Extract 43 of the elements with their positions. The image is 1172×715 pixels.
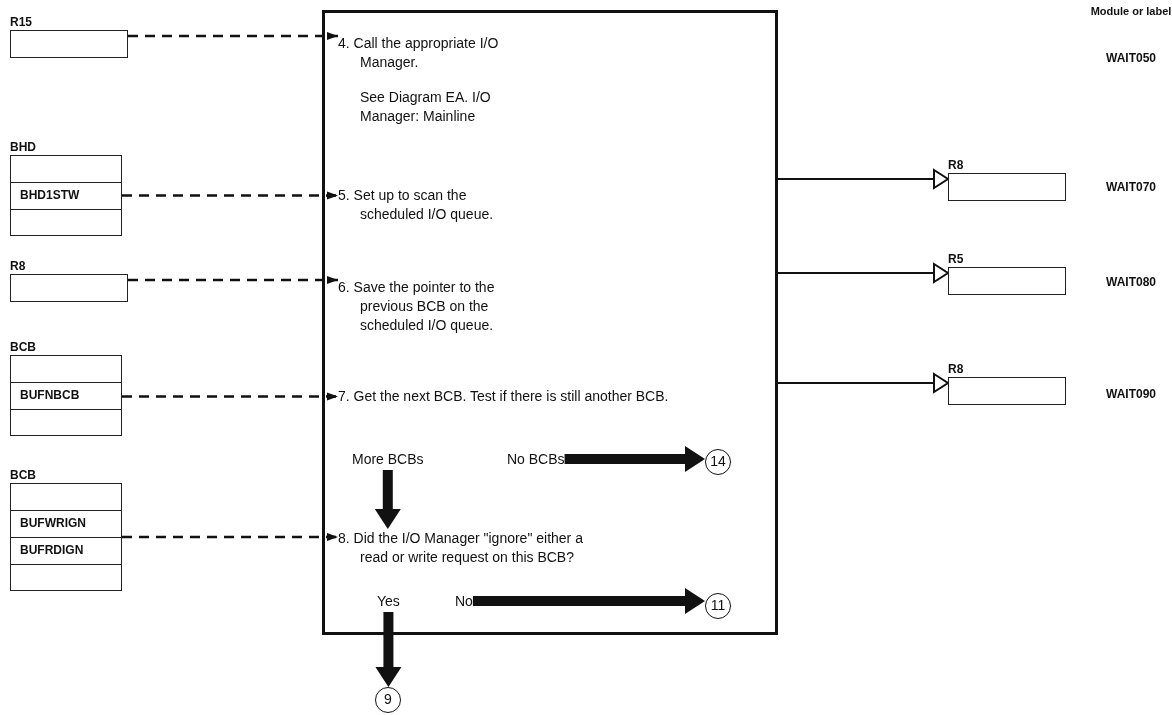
- step-text: 6. Save the pointer to the previous BCB on the scheduled I/O queue.: [338, 278, 496, 335]
- module-label: WAIT080: [1105, 275, 1157, 290]
- dashed-arrow: [122, 392, 338, 401]
- control-block-name: BCB: [10, 339, 36, 355]
- field-name: BHD1STW: [10, 182, 122, 209]
- branch-label: Yes: [377, 592, 400, 610]
- control-block-name: BCB: [10, 467, 36, 483]
- step-text: 5. Set up to scan the scheduled I/O queue.: [338, 186, 495, 224]
- output-arrow: [777, 169, 949, 189]
- module-label: WAIT050: [1105, 51, 1157, 66]
- field-name: BUFWRIGN: [10, 510, 122, 537]
- step-text: 4. Call the appropriate I/O Manager.: [338, 34, 500, 72]
- dashed-arrow: [128, 32, 338, 40]
- dashed-arrow: [122, 533, 338, 541]
- process-box: [322, 10, 778, 635]
- flow-arrow: [374, 470, 401, 529]
- step-text: 8. Did the I/O Manager "ignore" either a read or write request on this BCB?: [338, 529, 584, 567]
- step-text: 7. Get the next BCB. Test if there is still another BCB.: [338, 387, 670, 406]
- note-text: See Diagram EA. I/O Manager: Mainline: [360, 88, 492, 126]
- register-name: R5: [948, 251, 964, 267]
- control-block-name: BHD: [10, 139, 36, 155]
- module-label: WAIT090: [1105, 387, 1157, 402]
- off-page-connector: 11: [705, 593, 731, 619]
- flow-arrow: [564, 446, 705, 472]
- flow-arrow: [472, 588, 705, 614]
- output-arrow: [777, 263, 949, 283]
- branch-label: More BCBs: [352, 450, 424, 468]
- register-name: R8: [10, 258, 26, 274]
- register-name: R15: [10, 14, 32, 30]
- off-page-connector: 14: [705, 449, 731, 475]
- register-name: R8: [948, 157, 964, 173]
- field-name: BUFNBCB: [10, 382, 122, 409]
- dashed-arrow: [128, 276, 338, 284]
- flow-arrow: [375, 612, 402, 687]
- branch-label: No: [455, 592, 473, 610]
- dashed-arrow: [122, 191, 338, 200]
- off-page-connector: 9: [375, 687, 401, 713]
- branch-label: No BCBs: [507, 450, 565, 468]
- module-label: WAIT070: [1105, 180, 1157, 195]
- register-name: R8: [948, 361, 964, 377]
- field-name: BUFRDIGN: [10, 537, 122, 564]
- column-heading: Module or label: [1090, 4, 1172, 19]
- output-arrow: [777, 373, 949, 393]
